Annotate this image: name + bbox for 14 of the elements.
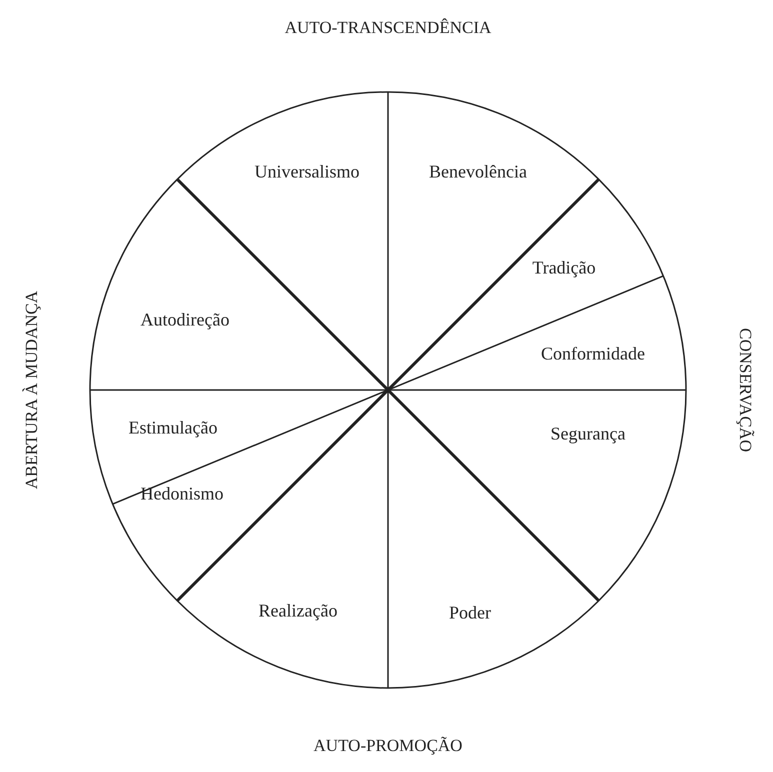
value-label: Conformidade (541, 344, 645, 364)
value-label: Tradição (532, 258, 596, 278)
value-label: Segurança (550, 424, 626, 444)
value-label: Estimulação (128, 418, 218, 438)
value-label: Universalismo (254, 162, 360, 182)
value-label: Poder (449, 602, 491, 624)
dimension-heading: CONSERVAÇÃO (735, 328, 755, 452)
dimension-heading: ABERTURA À MUDANÇA (22, 290, 42, 490)
dimension-heading: AUTO-TRANSCENDÊNCIA (284, 18, 492, 38)
value-label: Hedonismo (140, 484, 224, 504)
value-label: Realização (258, 600, 338, 622)
dimension-heading: AUTO-PROMOÇÃO (314, 736, 462, 756)
value-label: Autodireção (140, 310, 230, 330)
value-label: Benevolência (429, 162, 527, 182)
